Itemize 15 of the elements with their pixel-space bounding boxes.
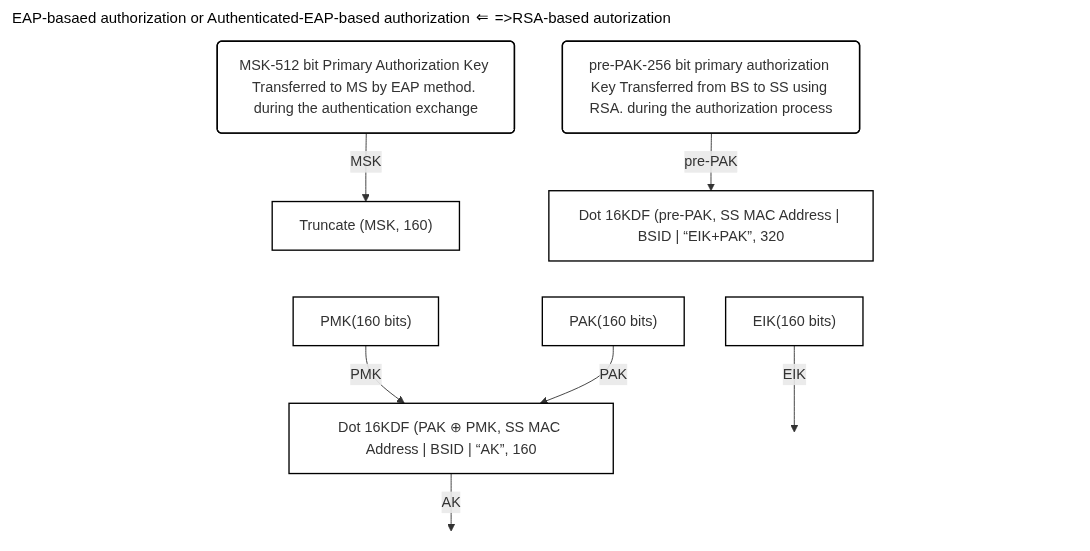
node-box: EIK(160 bits) xyxy=(724,296,864,347)
node-box: Dot 16KDF (PAK ⊕ PMK, SS MAC Address | BSID | “AK”, 160 xyxy=(288,402,614,475)
edge-label: AK xyxy=(441,494,461,510)
header-note: EAP-basaed authorization or Authenticated-EAP-based authorization xyxy=(12,8,470,26)
node-box: PAK(160 bits) xyxy=(541,296,685,347)
edge-label: PAK xyxy=(599,366,627,382)
header-note: =>RSA-based autorization xyxy=(494,8,671,26)
edge-label: EIK xyxy=(782,366,806,382)
node-box: Truncate (MSK, 160) xyxy=(271,200,460,251)
edge-label: MSK xyxy=(350,153,382,170)
edge-label: PMK xyxy=(350,366,382,382)
node-box: Dot 16KDF (pre-PAK, SS MAC Address | BSID | “EIK+PAK”, 320 xyxy=(548,190,874,262)
direction-arrow: ⇐ xyxy=(475,8,489,26)
edge-label: pre-PAK xyxy=(684,153,738,170)
node-box: PMK(160 bits) xyxy=(292,296,439,347)
